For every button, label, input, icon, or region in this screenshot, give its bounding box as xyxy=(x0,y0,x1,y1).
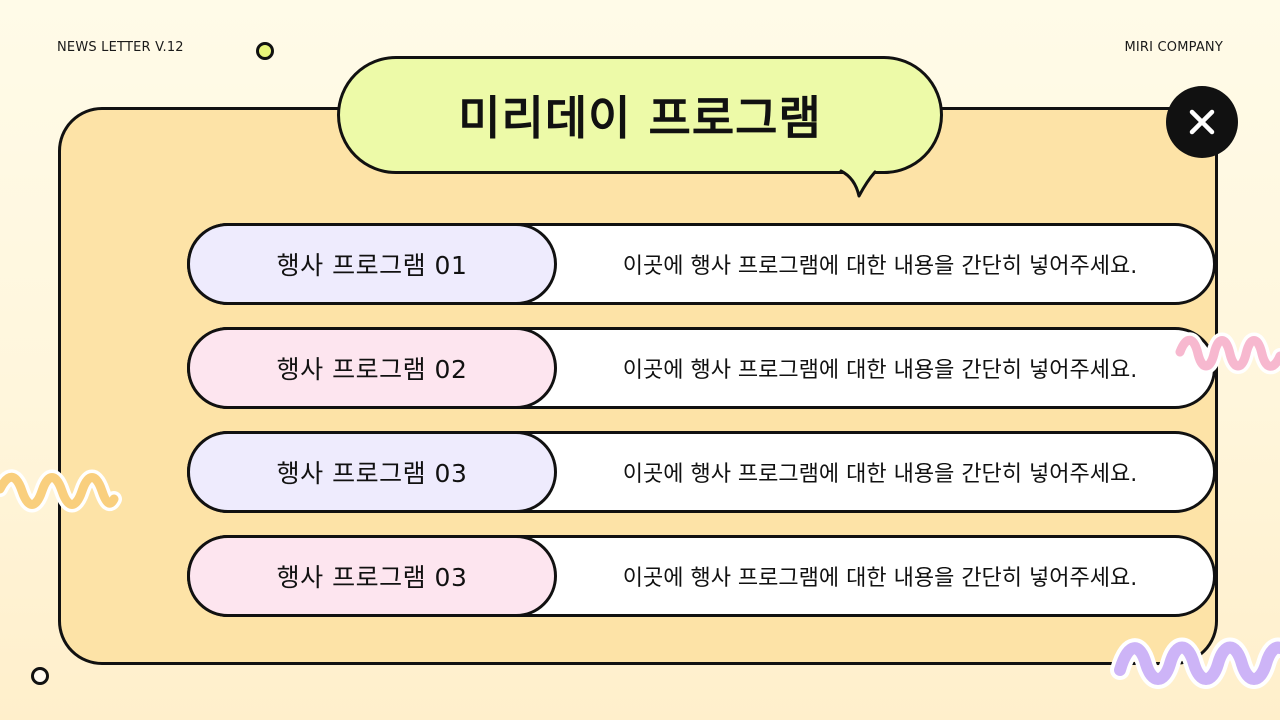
newsletter-label: NEWS LETTER V.12 xyxy=(57,40,184,55)
close-button[interactable] xyxy=(1166,86,1238,158)
program-label: 행사 프로그램 02 xyxy=(276,355,468,384)
program-pill: 행사 프로그램 01 xyxy=(187,223,557,305)
program-pill: 행사 프로그램 03 xyxy=(187,535,557,617)
program-description: 이곳에 행사 프로그램에 대한 내용을 간단히 넣어주세요. xyxy=(622,566,1138,591)
program-description: 이곳에 행사 프로그램에 대한 내용을 간단히 넣어주세요. xyxy=(622,254,1138,279)
program-pill: 행사 프로그램 03 xyxy=(187,431,557,513)
program-row: 행사 프로그램 01 이곳에 행사 프로그램에 대한 내용을 간단히 넣어주세요… xyxy=(187,223,1216,305)
close-icon xyxy=(1189,109,1215,135)
decor-dot-lime xyxy=(256,42,274,60)
bubble-tail xyxy=(839,166,877,198)
program-label: 행사 프로그램 01 xyxy=(276,251,468,280)
program-row: 행사 프로그램 03 이곳에 행사 프로그램에 대한 내용을 간단히 넣어주세요… xyxy=(187,535,1216,617)
program-label: 행사 프로그램 03 xyxy=(276,563,468,592)
squiggle-yellow xyxy=(0,469,122,513)
squiggle-purple xyxy=(1110,637,1280,689)
title-bubble-body: 미리데이 프로그램 xyxy=(337,56,943,174)
program-pill: 행사 프로그램 02 xyxy=(187,327,557,409)
program-label: 행사 프로그램 03 xyxy=(276,459,468,488)
program-row: 행사 프로그램 03 이곳에 행사 프로그램에 대한 내용을 간단히 넣어주세요… xyxy=(187,431,1216,513)
program-description: 이곳에 행사 프로그램에 대한 내용을 간단히 넣어주세요. xyxy=(622,358,1138,383)
content-frame: 행사 프로그램 01 이곳에 행사 프로그램에 대한 내용을 간단히 넣어주세요… xyxy=(58,107,1218,665)
squiggle-pink xyxy=(1172,332,1280,375)
program-description: 이곳에 행사 프로그램에 대한 내용을 간단히 넣어주세요. xyxy=(622,462,1138,487)
title-bubble: 미리데이 프로그램 xyxy=(337,56,943,198)
page-title: 미리데이 프로그램 xyxy=(458,91,822,145)
program-row: 행사 프로그램 02 이곳에 행사 프로그램에 대한 내용을 간단히 넣어주세요… xyxy=(187,327,1216,409)
company-label: MIRI COMPANY xyxy=(1124,40,1223,55)
decor-dot-white xyxy=(31,667,49,685)
